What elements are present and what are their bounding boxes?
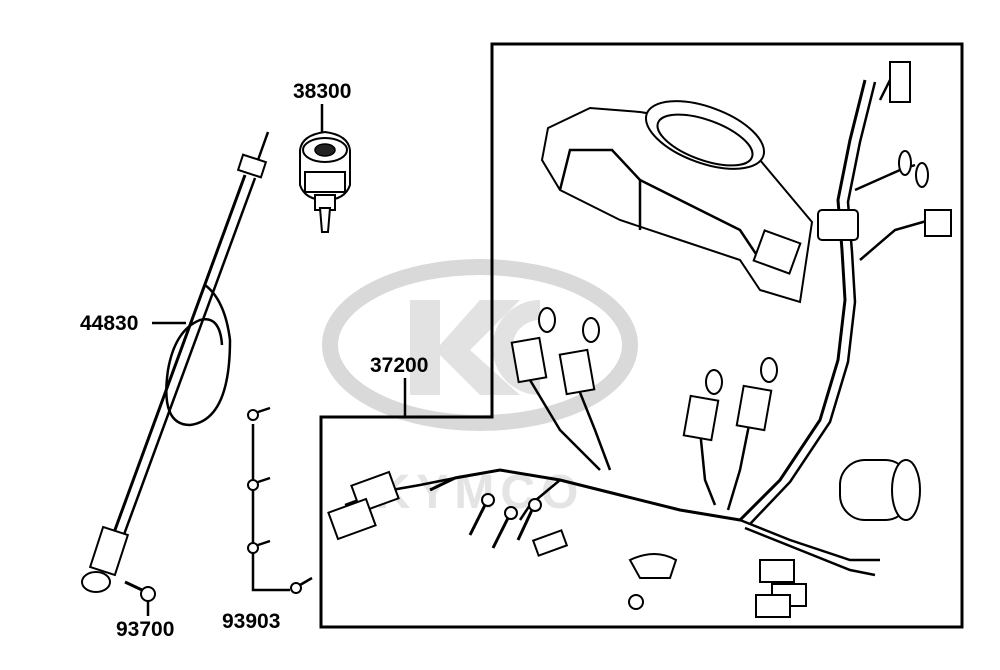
filter-cylinder-part [839,459,921,521]
harness-connectors-part [327,61,952,618]
instrument-cluster-part [540,100,814,304]
harness-bolts-part [468,493,542,549]
screws-93903-part [247,406,313,594]
ignition-switch-part [299,130,351,233]
part-number-93903: 93903 [222,610,281,633]
bulb-sockets-part [510,307,778,442]
part-number-93700: 93700 [116,618,175,641]
group-frame-37200 [319,42,964,629]
speedometer-cable-part [81,131,270,593]
part-number-37200: 37200 [370,354,429,377]
leader-93903 [251,424,290,592]
screw-93700-part [124,580,156,602]
part-number-44830: 44830 [80,312,139,335]
part-number-38300: 38300 [293,80,352,103]
